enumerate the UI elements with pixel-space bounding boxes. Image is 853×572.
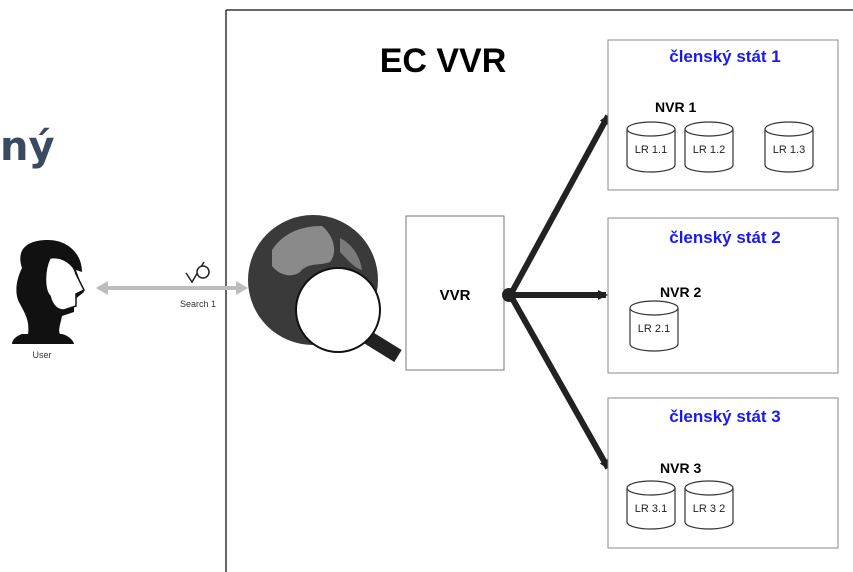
member-state-2: členský stát 2 NVR 2 LR 2.1: [607, 217, 839, 374]
register-cylinder: LR 1.1: [626, 121, 676, 173]
register-cylinder: LR 1.3: [764, 121, 814, 173]
search-check-icon: [185, 261, 210, 284]
register-label: LR 3.1: [635, 503, 667, 515]
globe-search-icon: [248, 215, 402, 362]
ec-vvr-title: EC VVR: [380, 42, 507, 80]
member-state-3: členský stát 3 NVR 3 LR 3.1 LR 3 2: [607, 397, 839, 549]
vvr-node: [405, 215, 505, 371]
register-label: LR 1.2: [693, 144, 725, 156]
search-connector: [96, 281, 248, 295]
register-cylinder: LR 1.2: [684, 121, 734, 173]
vvr-node-label: VVR: [440, 287, 471, 304]
register-cylinder: LR 3 2: [684, 480, 734, 530]
register-label: LR 3 2: [693, 503, 725, 515]
search-label: Search 1: [180, 299, 216, 309]
register-cylinder: LR 3.1: [626, 480, 676, 530]
register-label: LR 1.3: [773, 144, 805, 156]
nvr-label: NVR 2: [660, 284, 701, 300]
member-state-title: členský stát 1: [669, 47, 781, 66]
register-cylinder: LR 2.1: [629, 300, 679, 352]
member-state-title: členský stát 2: [669, 228, 781, 247]
distribution-arrows: [502, 114, 611, 470]
ec-vvr-frame: [225, 9, 853, 572]
user-icon: [12, 240, 86, 344]
member-state-1: členský stát 1 NVR 1 LR 1.1 LR 1.2 LR 1.…: [607, 39, 839, 191]
user-label: User: [32, 350, 51, 360]
member-state-title: členský stát 3: [669, 407, 781, 426]
register-label: LR 2.1: [638, 323, 670, 335]
nvr-label: NVR 3: [660, 460, 701, 476]
register-label: LR 1.1: [635, 144, 667, 156]
nvr-label: NVR 1: [655, 99, 696, 115]
partial-heading: ný: [0, 124, 55, 170]
